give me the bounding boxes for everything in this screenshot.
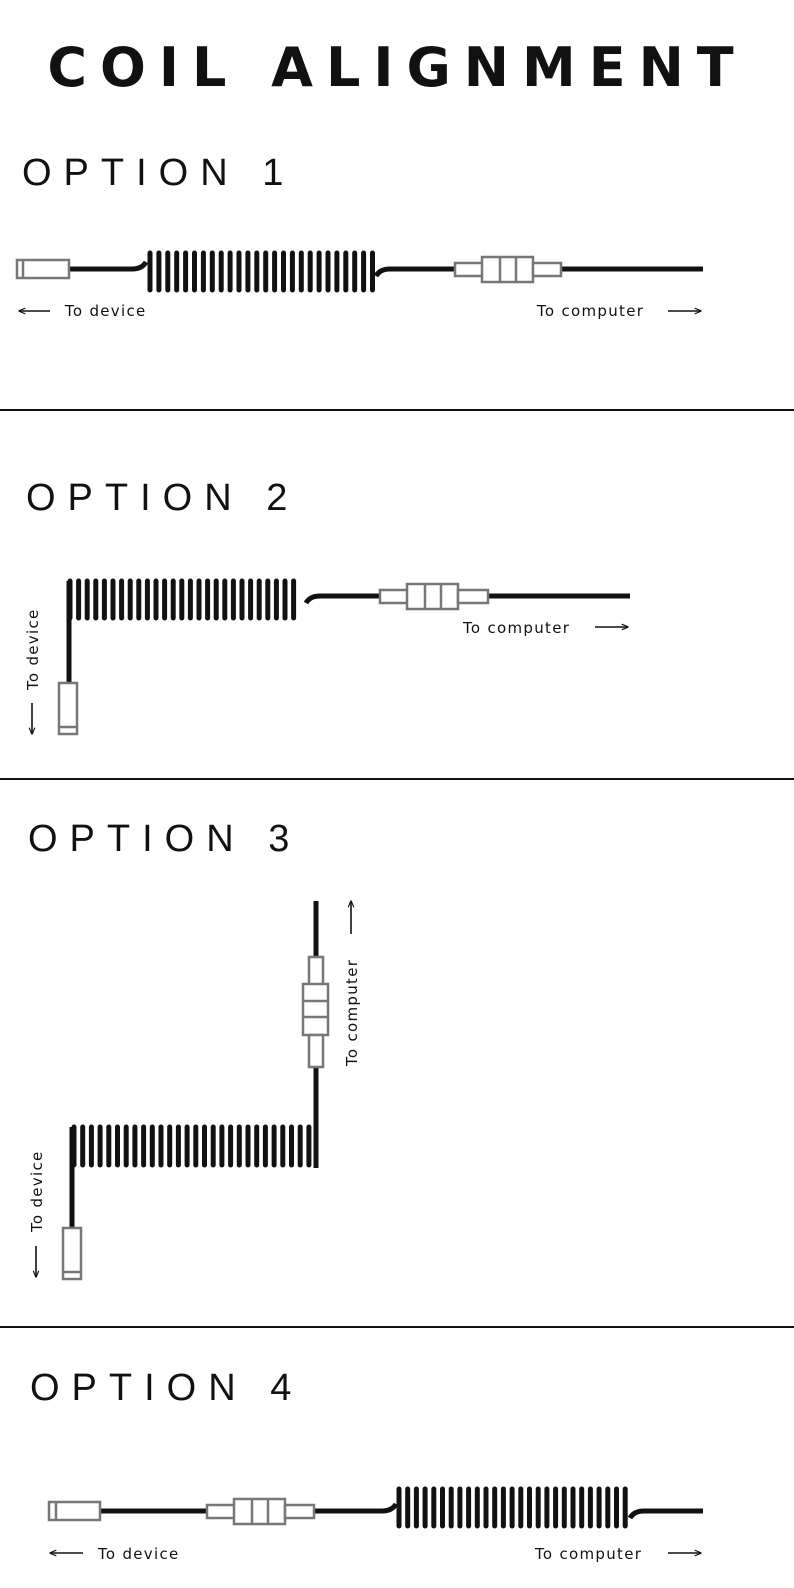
aviator-connector [301, 955, 330, 1069]
device-connector [47, 1500, 102, 1522]
option-4-diagram: To device To computer [47, 1486, 703, 1563]
to-computer-label: To computer [534, 1545, 642, 1563]
option-3-heading: OPTION 3 [28, 818, 302, 860]
option-4-heading: OPTION 4 [30, 1367, 304, 1409]
option-2-diagram: To device To computer [24, 578, 630, 736]
device-connector [61, 1226, 83, 1281]
aviator-connector [205, 1497, 316, 1526]
to-computer-label: To computer [536, 302, 644, 320]
device-connector [57, 681, 79, 736]
section-divider [0, 778, 794, 780]
to-device-label: To device [28, 1150, 46, 1233]
option-3-diagram: To device To computer [28, 901, 361, 1281]
coil-cable [67, 578, 297, 621]
to-device-label: To device [64, 302, 147, 320]
page-title: COIL ALIGNMENT [47, 36, 747, 99]
section-divider [0, 1326, 794, 1328]
option-1-diagram: To device To computer [15, 250, 703, 320]
to-computer-label: To computer [462, 619, 570, 637]
to-device-label: To device [97, 1545, 180, 1563]
to-device-label: To device [24, 608, 42, 691]
aviator-connector [453, 255, 563, 284]
to-computer-label: To computer [343, 959, 361, 1067]
coil-cable [147, 250, 375, 293]
device-connector [15, 258, 71, 280]
section-divider [0, 409, 794, 411]
coil-cable [396, 1486, 628, 1529]
option-1-heading: OPTION 1 [22, 152, 296, 194]
coil-cable [71, 1124, 312, 1168]
option-2-heading: OPTION 2 [26, 477, 300, 519]
aviator-connector [378, 582, 490, 611]
